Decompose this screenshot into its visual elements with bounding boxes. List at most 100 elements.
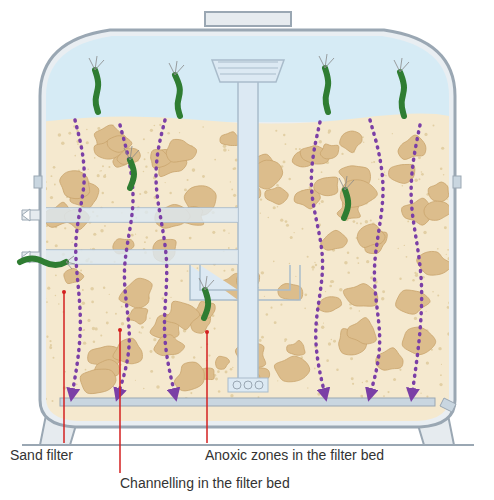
sand-grain bbox=[418, 156, 421, 159]
worm-body bbox=[400, 72, 404, 116]
sand-grain bbox=[144, 191, 147, 194]
sand-grain bbox=[55, 274, 57, 276]
sand-grain bbox=[100, 229, 103, 232]
side-pipe bbox=[46, 208, 238, 222]
sand-grain bbox=[404, 245, 405, 246]
sand-grain bbox=[106, 311, 108, 313]
sand-grain bbox=[139, 193, 141, 195]
sand-grain bbox=[83, 341, 86, 344]
sand-grain bbox=[359, 310, 360, 311]
anoxic-clump bbox=[357, 224, 385, 248]
sand-grain bbox=[80, 270, 82, 272]
sand-grain bbox=[406, 256, 408, 258]
sand-grain bbox=[315, 264, 317, 266]
sand-grain bbox=[217, 370, 220, 373]
sand-grain bbox=[273, 206, 276, 209]
sand-grain bbox=[156, 385, 159, 388]
sand-grain bbox=[230, 181, 231, 182]
sand-grain bbox=[370, 219, 372, 221]
sand-grain bbox=[150, 350, 153, 353]
sand-grain bbox=[284, 143, 286, 145]
sand-grain bbox=[71, 242, 72, 243]
sand-grain bbox=[329, 285, 332, 288]
sand-grain bbox=[187, 179, 189, 181]
nozzle-arrow bbox=[22, 209, 30, 221]
sand-grain bbox=[441, 147, 444, 150]
sand-grain bbox=[51, 400, 53, 402]
sand-grain bbox=[92, 327, 95, 330]
sand-grain bbox=[61, 142, 64, 145]
inlet-nozzle bbox=[22, 210, 40, 220]
sand-grain bbox=[371, 162, 372, 163]
channel-flow bbox=[72, 120, 84, 395]
anoxic-clump bbox=[424, 201, 451, 220]
sand-grain bbox=[392, 133, 393, 134]
sand-grain bbox=[360, 395, 363, 398]
sand-grain bbox=[304, 293, 307, 296]
sand-grain bbox=[311, 265, 314, 268]
sand-grain bbox=[64, 227, 66, 229]
sand-grain bbox=[447, 332, 450, 335]
sand-grain bbox=[407, 221, 409, 223]
sand-grain bbox=[145, 166, 147, 168]
sand-grain bbox=[223, 270, 225, 272]
sand-grain bbox=[143, 138, 145, 140]
sand-grain bbox=[317, 392, 320, 395]
sand-grain bbox=[373, 161, 375, 163]
anoxic-clump bbox=[216, 356, 230, 369]
sand-grain bbox=[141, 326, 144, 329]
top-cap bbox=[205, 12, 291, 26]
worm bbox=[169, 61, 184, 116]
sand-grain bbox=[314, 368, 316, 370]
sand-grain bbox=[414, 317, 417, 320]
sand-grain bbox=[121, 322, 124, 325]
sand-grain bbox=[339, 288, 343, 292]
sand-grain bbox=[280, 219, 283, 222]
sand-grain bbox=[449, 386, 451, 388]
anoxic-clump bbox=[294, 189, 320, 209]
sand-grain bbox=[228, 233, 229, 234]
sand-grain bbox=[65, 371, 67, 373]
sand-grain bbox=[103, 175, 106, 178]
callout-label: Sand filter bbox=[8, 447, 75, 464]
central-pipe bbox=[238, 80, 258, 380]
collector-port bbox=[233, 381, 241, 389]
anoxic-clump bbox=[428, 182, 449, 202]
sand-grain bbox=[326, 359, 329, 362]
sand-grain bbox=[433, 125, 435, 127]
sand-grain bbox=[439, 383, 442, 386]
sand-grain bbox=[214, 159, 216, 161]
sand-grain bbox=[86, 129, 88, 131]
sand-grain bbox=[448, 257, 452, 261]
anoxic-clump bbox=[340, 131, 362, 153]
worm-hairs bbox=[89, 56, 104, 70]
sand-grain bbox=[171, 355, 175, 359]
sand-grain bbox=[397, 248, 398, 249]
sand-grain bbox=[202, 126, 204, 128]
sand-grain bbox=[44, 398, 47, 401]
worm bbox=[124, 146, 139, 188]
sand-grain bbox=[259, 339, 262, 342]
worm-hairs bbox=[394, 58, 409, 72]
sand-grain bbox=[383, 395, 385, 397]
anoxic-clump bbox=[343, 284, 377, 307]
sand-grain bbox=[350, 357, 353, 360]
sand-grain bbox=[261, 271, 264, 274]
sand-grain bbox=[223, 148, 227, 152]
sand-grain bbox=[190, 392, 192, 394]
worm bbox=[20, 259, 66, 266]
worm-body bbox=[204, 290, 208, 318]
callout-label: Anoxic zones in the filter bed bbox=[203, 447, 386, 464]
sand-grain bbox=[277, 380, 278, 381]
anoxic-clump bbox=[154, 335, 185, 356]
worm bbox=[89, 56, 104, 112]
sand-grain bbox=[446, 254, 447, 255]
worm-hairs bbox=[124, 146, 139, 160]
sand-grain bbox=[86, 141, 89, 144]
sand-grain bbox=[46, 301, 48, 303]
sand-grain bbox=[180, 280, 183, 283]
sand-grain bbox=[193, 356, 195, 358]
sand-grain bbox=[49, 346, 52, 349]
leader-dot bbox=[62, 290, 66, 294]
sand-grain bbox=[353, 220, 356, 223]
